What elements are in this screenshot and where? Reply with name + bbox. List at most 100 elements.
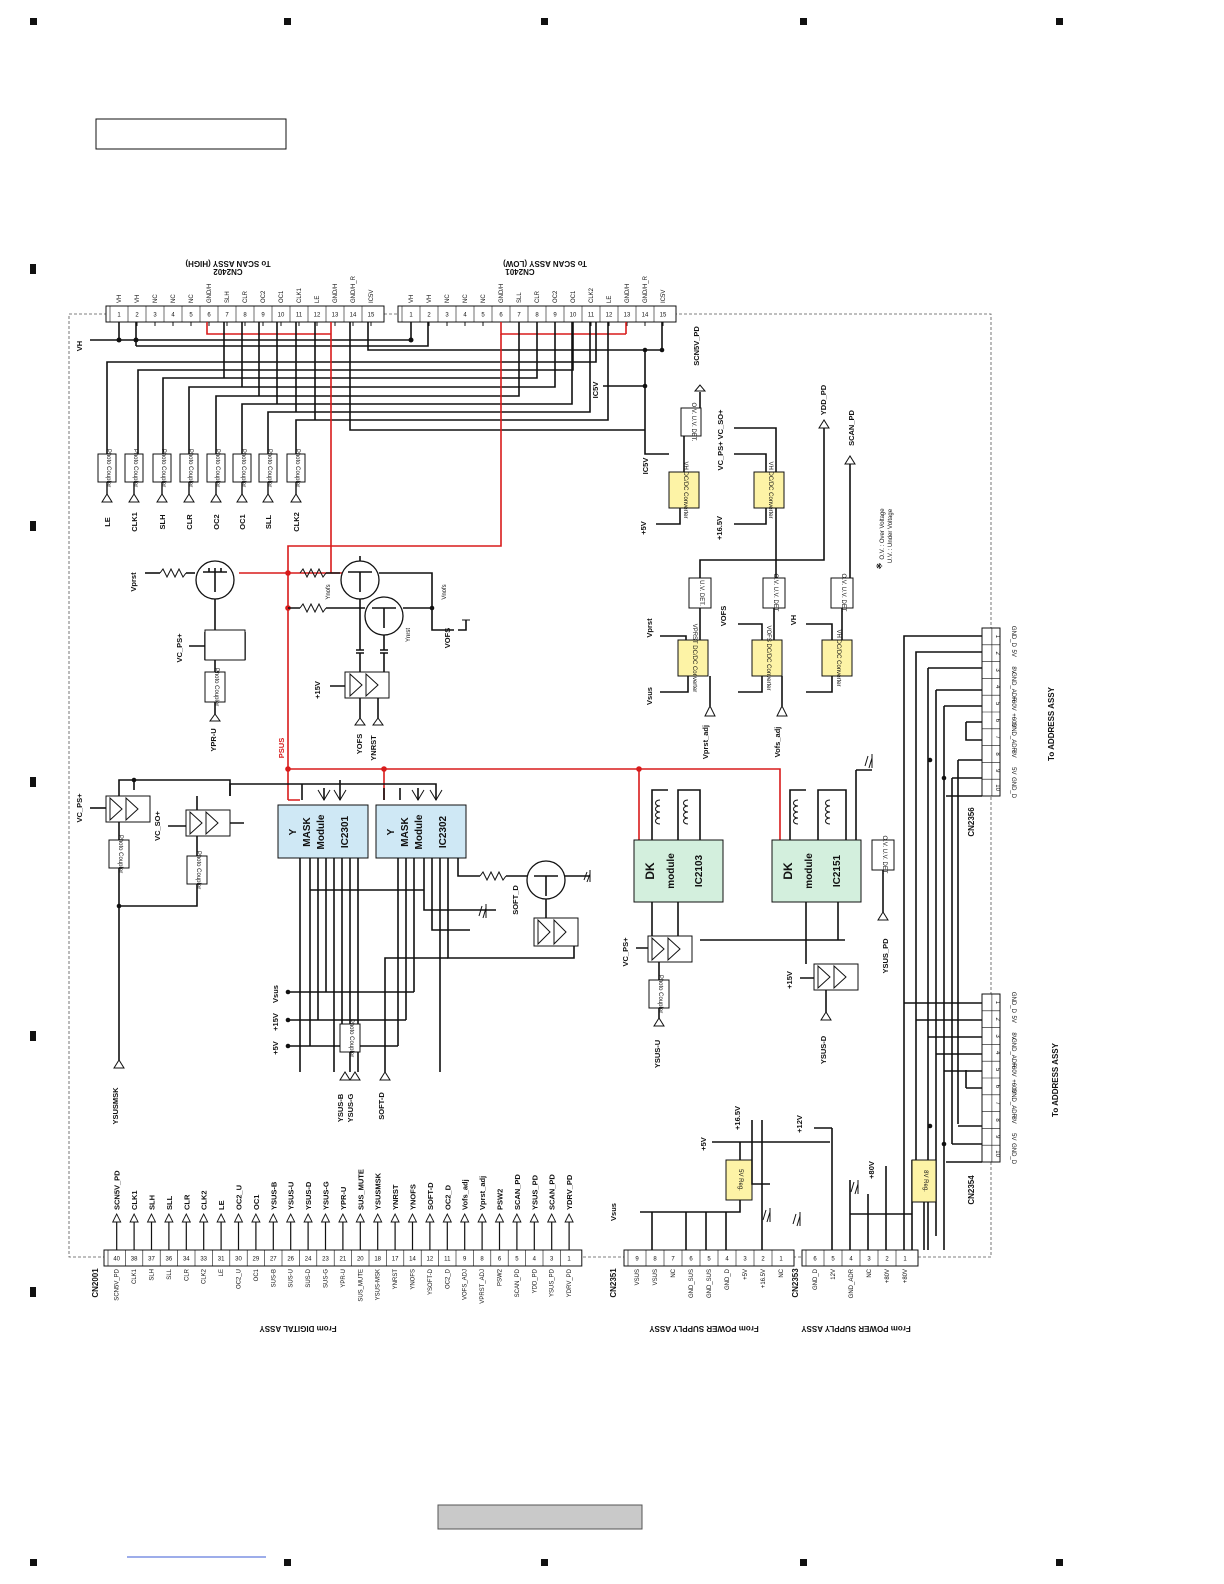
pin-signal: VH	[409, 295, 415, 303]
ic2301-l2: MASK	[302, 817, 313, 847]
pin-signal: IC5V	[661, 290, 667, 303]
vprst-adj-label: Vprst_adj	[701, 725, 710, 759]
registration-marks	[30, 18, 1063, 1566]
vnofs-label: Vnofs	[442, 584, 448, 599]
cn2001-title: From DIGITAL ASSY	[259, 1324, 337, 1333]
pin-signal: +5V	[743, 1269, 749, 1280]
pin-number: 20	[357, 1257, 364, 1263]
pin-signal: GND_D	[1010, 992, 1016, 1014]
vh-dcdc-converter-1-text: VH DC/DC Converter	[682, 461, 688, 518]
pin-signal: OC1	[279, 290, 285, 303]
pin-number: 2	[761, 1257, 765, 1263]
vofs-label-right: VOFS	[719, 606, 728, 626]
note-uv: U.V. : Under Voltage	[888, 508, 894, 563]
reg-5v-text: 5V Reg.	[737, 1169, 743, 1191]
pin-number: 5	[515, 1257, 519, 1263]
ydd-pd-label: YDD_PD	[819, 384, 828, 415]
ic2151-ic: IC2151	[832, 854, 843, 887]
photocoupler-text: Photo Coupler	[294, 449, 300, 487]
pin-signal: YNRST	[393, 1269, 399, 1290]
pin-signal: GND/H_R	[351, 275, 357, 303]
cn2001-wire-label: SUS_MUTE	[356, 1169, 365, 1210]
pin-number: 31	[218, 1257, 225, 1263]
pin-signal: SUS-G	[324, 1269, 330, 1288]
pin-number: 8	[653, 1257, 657, 1263]
dk-module-ic2151	[771, 839, 862, 903]
pin-number: 33	[200, 1257, 207, 1263]
pin-number: 3	[445, 313, 449, 319]
p5v-label-a: +5V	[639, 521, 648, 535]
cn2001-wire-label: YSUS-G	[322, 1181, 331, 1210]
vofs-dcdc-converter	[751, 639, 783, 677]
pin-number: 12	[606, 313, 613, 319]
pin-number: 8	[535, 313, 539, 319]
pin-signal: GND/H	[333, 284, 339, 303]
cn2001-wire-label: OC2_D	[443, 1184, 452, 1210]
cn2001-wire-label: LE	[217, 1200, 226, 1210]
pin-signal: GND_ADR	[1010, 1089, 1016, 1119]
cn2001-arrow	[111, 1212, 122, 1223]
vc-ps-label-a: VC_PS+	[175, 633, 184, 663]
pin-signal: GND_ADR	[849, 1268, 855, 1298]
cn2001-wire-label: YDRV_PD	[565, 1174, 574, 1210]
pin-number: 1	[994, 1001, 1000, 1005]
vsus-label-bottom: Vsus	[609, 1203, 618, 1221]
pin-number: 9	[261, 313, 265, 319]
cn2001-arrow	[233, 1212, 244, 1223]
vprst-label-right: Vprst	[645, 618, 654, 638]
cn2001-arrow	[164, 1212, 174, 1223]
cn2001-wire-label: CLK2	[200, 1190, 209, 1210]
pin-number: 29	[253, 1257, 260, 1263]
pin-signal: SUS-U	[289, 1269, 295, 1288]
pin-number: 1	[567, 1257, 571, 1263]
cn2001-arrow	[338, 1212, 348, 1223]
pin-signal: 8V	[1010, 750, 1016, 757]
pin-signal: NC	[189, 294, 195, 303]
pin-number: 4	[994, 685, 1000, 689]
pin-number: 4	[463, 313, 467, 319]
pin-signal: VH	[427, 295, 433, 303]
pin-signal: GND_ADR	[1010, 672, 1016, 702]
pin-signal: SCN5V_PD	[115, 1268, 121, 1300]
ic2103-l1: DK	[643, 862, 657, 880]
pin-signal: 5V	[1010, 767, 1016, 774]
cn2001-arrow	[546, 1212, 557, 1223]
pin-number: 4	[533, 1257, 537, 1263]
pin-signal: LE	[607, 296, 613, 303]
cn2001-arrow	[181, 1212, 192, 1223]
ypr-u-label: YPR-U	[209, 728, 218, 751]
pin-signal: CLK1	[297, 287, 303, 303]
ic2151-l2: module	[804, 853, 815, 889]
pin-number: 36	[166, 1257, 173, 1263]
cn2353-title: From POWER SUPPLY ASSY	[801, 1324, 911, 1333]
photocoupler-signal: LE	[103, 517, 112, 527]
cn2001-wire-label: YPR-U	[339, 1187, 348, 1210]
ic2302-ic: IC2302	[438, 815, 449, 848]
pin-number: 1	[409, 313, 413, 319]
photocoupler-signal: OC1	[238, 514, 247, 529]
pin-signal: GND_D	[1010, 1143, 1016, 1165]
pin-signal: NC	[481, 294, 487, 303]
pin-number: 2	[427, 313, 431, 319]
pin-number: 7	[994, 1102, 1000, 1106]
cn2001-arrow	[512, 1212, 522, 1223]
pin-signal: +60V	[1010, 1079, 1016, 1093]
cn2001-wire-label: YSUS-D	[304, 1181, 313, 1210]
cn2001-wire-label: Vprst_adj	[478, 1176, 487, 1210]
pin-signal: +16.5V	[761, 1269, 767, 1288]
cn2001-arrow	[442, 1212, 453, 1223]
pin-signal: CLK2	[589, 287, 595, 303]
det-box-ic5v	[680, 407, 702, 437]
vh-dcdc-converter-3	[821, 639, 853, 677]
coils-ic2103	[651, 789, 701, 840]
cn2001-wire-label: SCAN_PD	[513, 1174, 522, 1210]
pin-number: 18	[374, 1257, 381, 1263]
p15v-label-a: +15V	[313, 681, 322, 699]
pin-signal: VSUS	[653, 1269, 659, 1285]
cn2354-title: To ADDRESS ASSY	[1051, 1042, 1060, 1117]
cn2001-arrow	[146, 1212, 157, 1223]
cn2001-wire-label: SLL	[165, 1195, 174, 1210]
